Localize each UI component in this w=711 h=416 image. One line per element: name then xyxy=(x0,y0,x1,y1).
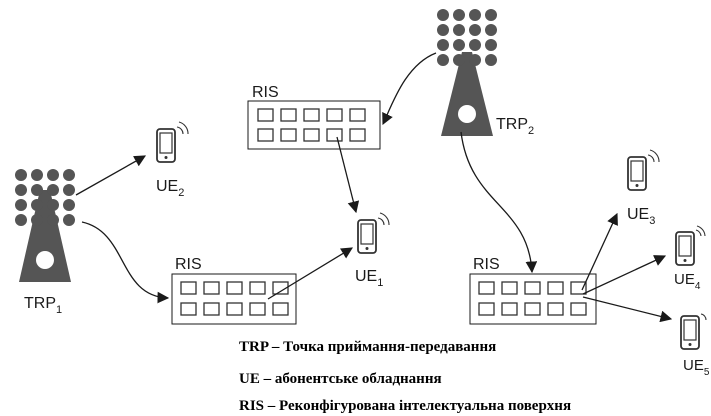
ris-middle-panel xyxy=(171,273,297,325)
ue5-label: UE5 xyxy=(683,357,710,378)
ue4-phone-icon xyxy=(675,225,706,266)
trp2-tower-icon xyxy=(437,9,497,136)
ue5-phone-icon xyxy=(680,313,707,350)
ris-right-panel xyxy=(469,273,597,325)
link-ris-top-ue1 xyxy=(336,136,360,214)
legend-ue: UE – абонентське обладнання xyxy=(239,371,442,387)
ris-middle-label: RIS xyxy=(175,256,202,273)
link-ris-right-ue4 xyxy=(582,255,667,295)
ris-top-panel xyxy=(247,100,381,150)
link-ris-middle-ue1 xyxy=(267,247,354,300)
ue2-phone-icon xyxy=(156,121,189,163)
ris-right-label: RIS xyxy=(473,256,500,273)
link-trp2-ris-right xyxy=(460,131,538,274)
trp1-tower-icon xyxy=(15,169,75,282)
legend-trp: TRP – Точка приймання-передавання xyxy=(239,339,496,355)
ue2-label: UE2 xyxy=(156,178,184,199)
ue1-phone-icon xyxy=(357,212,390,254)
trp2-label: TRP2 xyxy=(496,116,534,137)
trp1-label: TRP1 xyxy=(24,295,62,316)
link-trp2-ris-top xyxy=(382,52,437,126)
link-ris-right-ue5 xyxy=(582,296,673,323)
legend: TRP – Точка приймання-передавання UE – а… xyxy=(239,339,571,414)
ue1-label: UE1 xyxy=(355,268,383,289)
ris-top-label: RIS xyxy=(252,84,279,101)
ue4-label: UE4 xyxy=(674,271,701,292)
link-trp1-ue2 xyxy=(75,155,147,196)
link-trp1-ris-middle xyxy=(81,221,170,304)
link-ris-right-ue3 xyxy=(581,212,618,291)
legend-ris: RIS – Реконфігурована інтелектуальна пов… xyxy=(239,398,571,414)
ue3-phone-icon xyxy=(627,149,660,191)
ue3-label: UE3 xyxy=(627,206,655,227)
